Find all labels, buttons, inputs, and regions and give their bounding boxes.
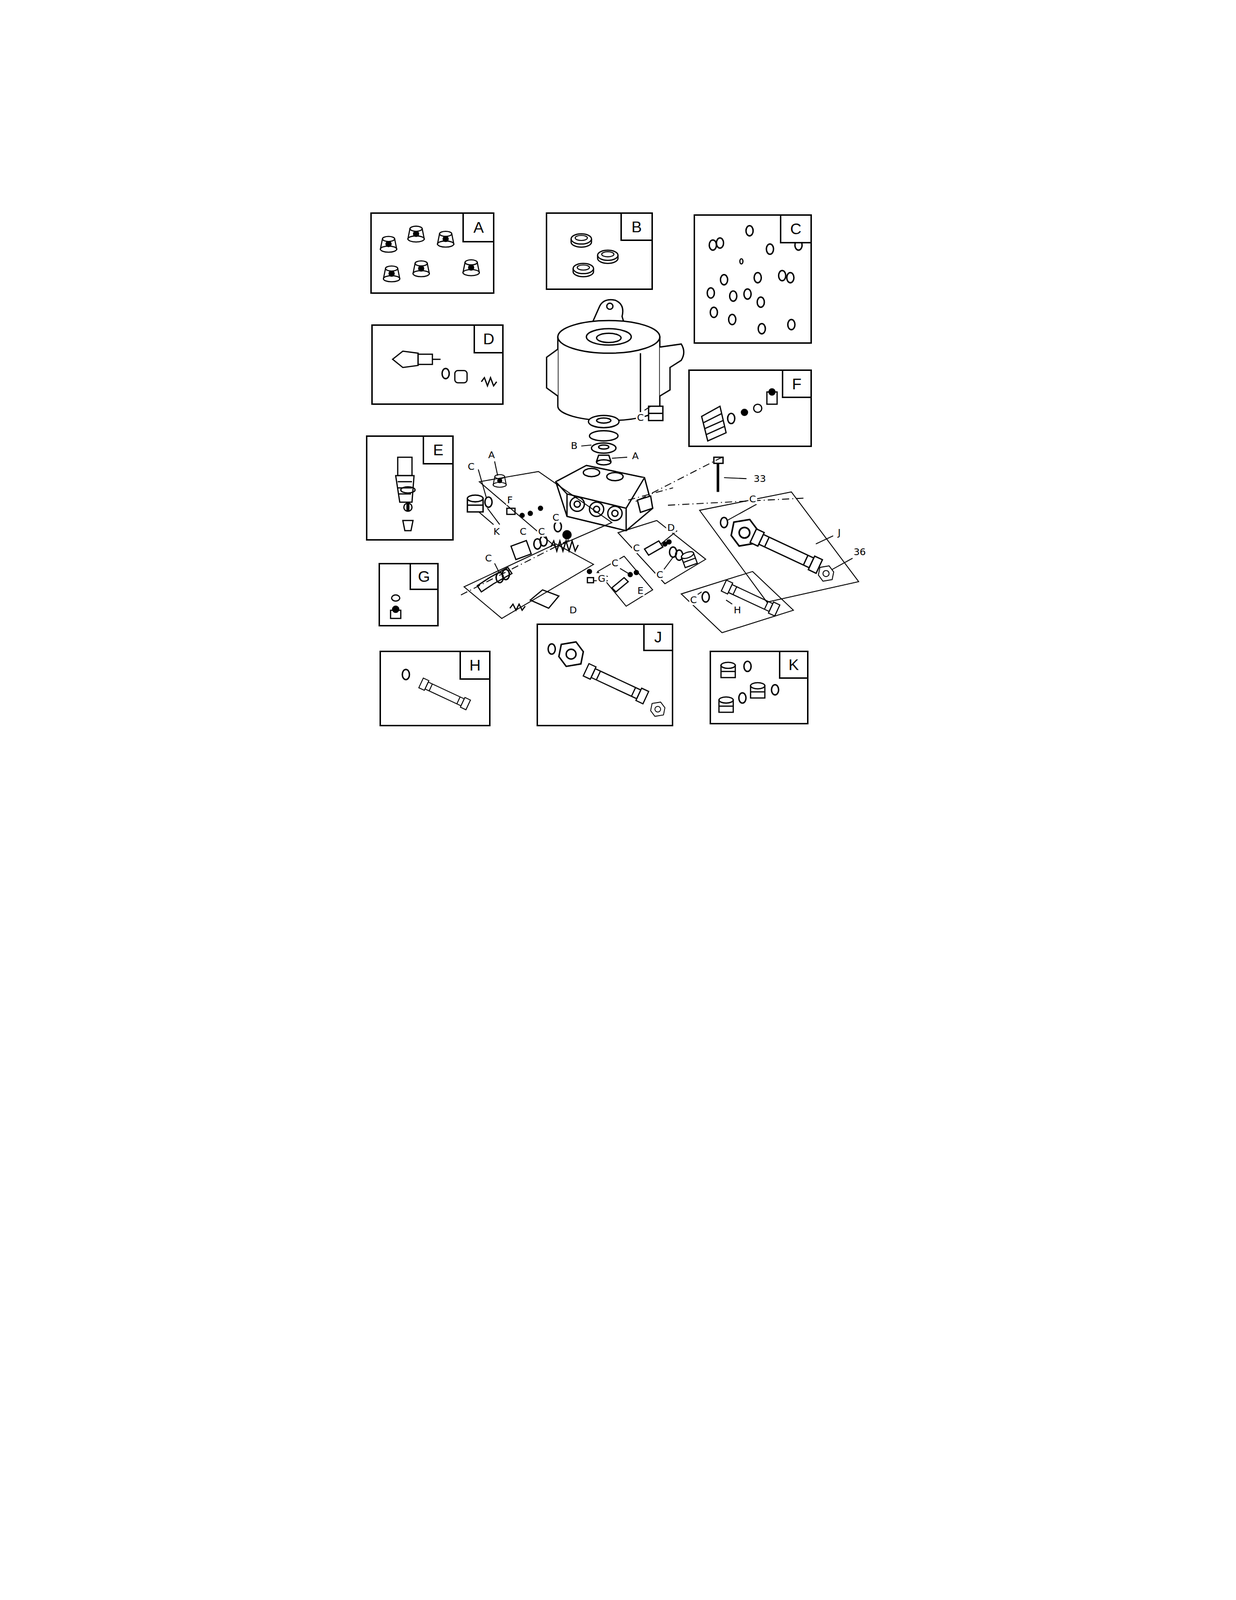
kit-box: K <box>709 650 809 724</box>
callout-label: C <box>748 493 758 505</box>
kit-letter-box: E <box>422 436 453 465</box>
kit-letter-box: D <box>473 325 503 354</box>
callout-label: F <box>506 494 514 506</box>
kit-letter-box: K <box>778 651 808 679</box>
callout-label: D <box>568 604 578 616</box>
callout-holder: G <box>597 572 607 584</box>
callout-label: 36 <box>852 546 867 557</box>
callout-holder: C <box>632 542 641 554</box>
callout-label: J <box>837 526 842 538</box>
kit-letter: A <box>473 219 484 236</box>
callout-label: A <box>631 450 640 461</box>
callout-holder: C <box>551 511 561 523</box>
kit-box: D <box>371 324 505 405</box>
callout-label: C <box>610 557 620 569</box>
kit-box: J <box>536 623 674 727</box>
kit-letter: K <box>788 656 799 673</box>
callout-label: C <box>689 594 698 605</box>
kit-box: H <box>379 650 491 727</box>
callout-holder: C <box>689 594 698 605</box>
kit-letter: D <box>483 331 495 347</box>
kit-box: A <box>370 212 495 294</box>
callout-label: C <box>655 569 665 580</box>
kit-letter: E <box>433 442 444 458</box>
callout-label: C <box>518 525 528 537</box>
callout-holder: 33 <box>752 473 767 484</box>
kit-letter-box: H <box>459 651 490 680</box>
callout-holder: H <box>732 604 743 616</box>
kit-letter: B <box>631 219 642 235</box>
callout-holder: C <box>655 569 665 580</box>
kit-letter-box: G <box>409 564 438 590</box>
callout-holder: C <box>635 412 645 423</box>
callout-label: D <box>666 522 676 533</box>
callout-holder: K <box>492 525 501 537</box>
callout-holder: D <box>666 522 676 533</box>
kit-letter: F <box>792 376 802 392</box>
callout-label: C <box>466 460 476 472</box>
callout-holder: D <box>568 604 578 616</box>
callout-holder: C <box>484 552 493 564</box>
kit-box: E <box>365 435 454 541</box>
callout-label: C <box>484 552 493 564</box>
callout-holder: C <box>518 525 528 537</box>
callout-label: C <box>635 412 645 423</box>
callout-holder: B <box>570 440 579 451</box>
callout-label: K <box>492 525 501 537</box>
kit-letter-box: F <box>781 370 811 399</box>
callout-label: G <box>597 572 607 584</box>
kit-letter: J <box>654 629 663 645</box>
kit-letter-box: A <box>462 213 493 243</box>
callout-holder: E <box>636 585 645 596</box>
callout-holder: C <box>610 557 620 569</box>
kit-box: C <box>693 214 812 344</box>
callout-label: B <box>570 440 579 451</box>
kit-letter-box: B <box>620 213 651 242</box>
kit-letter: G <box>417 568 430 585</box>
kit-letter-box: C <box>779 215 811 244</box>
kit-letter: H <box>469 657 481 673</box>
callout-label: H <box>732 604 743 616</box>
kit-box: B <box>545 212 653 290</box>
callout-label: E <box>636 585 645 596</box>
callout-holder: J <box>837 526 842 538</box>
callout-label: 33 <box>752 473 767 484</box>
kit-letter-box: J <box>643 624 672 652</box>
callout-label: C <box>537 525 546 537</box>
callout-label: C <box>632 542 641 554</box>
callout-label: C <box>551 511 561 523</box>
callout-holder: A <box>631 450 640 461</box>
callout-holder: C <box>537 525 546 537</box>
callout-holder: 36 <box>852 546 867 557</box>
kit-letter: C <box>790 221 802 237</box>
kit-box: G <box>378 562 439 626</box>
kit-box: F <box>688 369 812 447</box>
callout-holder: F <box>506 494 514 506</box>
callout-holder: C <box>748 493 758 505</box>
callout-label: A <box>487 449 496 460</box>
callout-holder: A <box>487 449 496 460</box>
callout-holder: C <box>466 460 476 472</box>
